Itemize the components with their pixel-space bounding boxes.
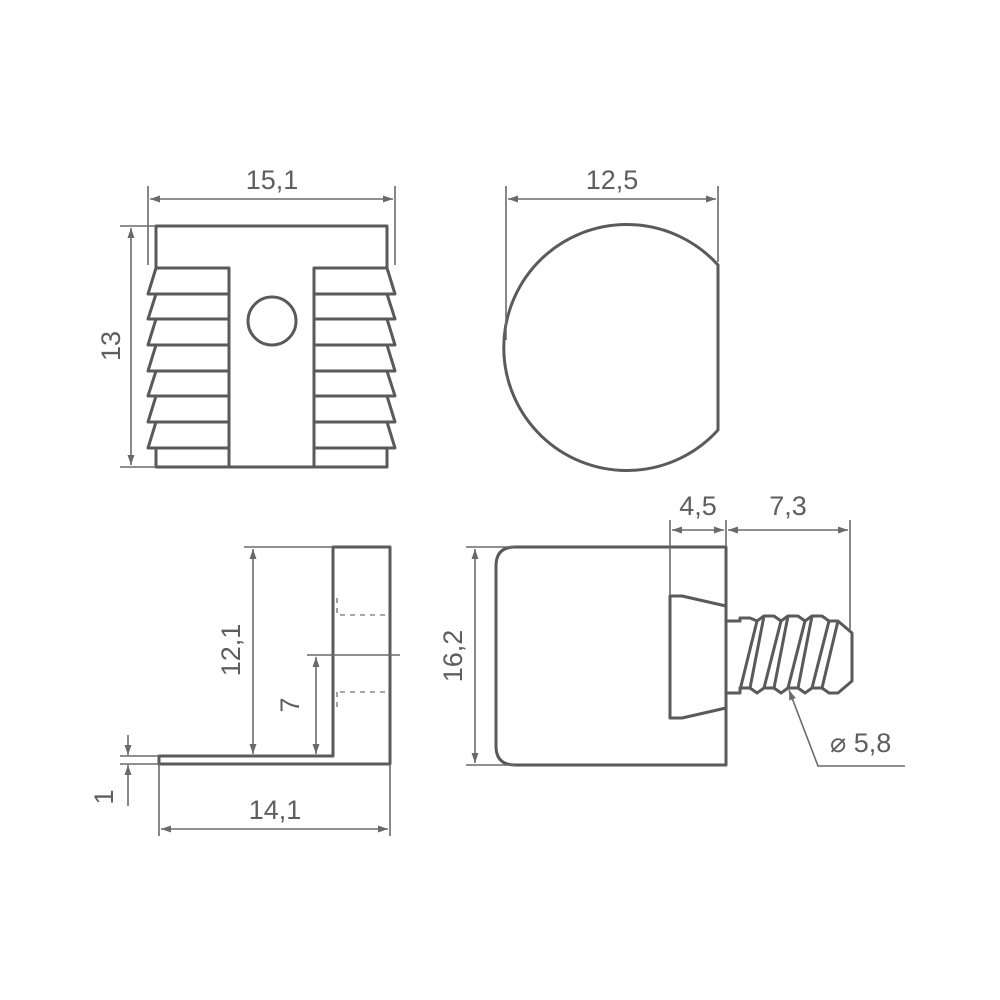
truncated-disc-outline xyxy=(502,223,720,472)
dim-label-height: 13 xyxy=(96,331,126,361)
screw-body-outline xyxy=(494,545,728,767)
dim-label-diameter: ⌀ 5,8 xyxy=(830,728,891,758)
dim-label-top-width: 12,5 xyxy=(586,165,639,195)
diameter-leader xyxy=(788,689,905,767)
dim-label-screw-height: 16,2 xyxy=(438,630,468,683)
screw-view: 16,2 4,5 7,3 ⌀ 5,8 xyxy=(438,491,905,767)
thread-flanks xyxy=(738,615,840,691)
threaded-pin xyxy=(726,614,854,695)
dim-label-bracket-height: 12,1 xyxy=(216,624,246,677)
dim-label-thread: 7,3 xyxy=(769,491,807,521)
dim-label-base: 14,1 xyxy=(249,795,302,825)
dim-label-head: 4,5 xyxy=(679,491,717,521)
dim-label-thickness: 1 xyxy=(89,789,119,804)
front-view: 15,1 13 xyxy=(96,165,397,469)
side-view: 12,1 7 14,1 1 xyxy=(89,545,400,836)
right-ribs xyxy=(312,266,397,469)
countersink xyxy=(668,594,727,720)
top-view: 12,5 xyxy=(502,165,720,472)
dim-label-inner: 7 xyxy=(275,697,305,712)
screw-hole xyxy=(246,295,298,347)
left-ribs xyxy=(146,266,231,469)
dim-label-width: 15,1 xyxy=(246,165,299,195)
